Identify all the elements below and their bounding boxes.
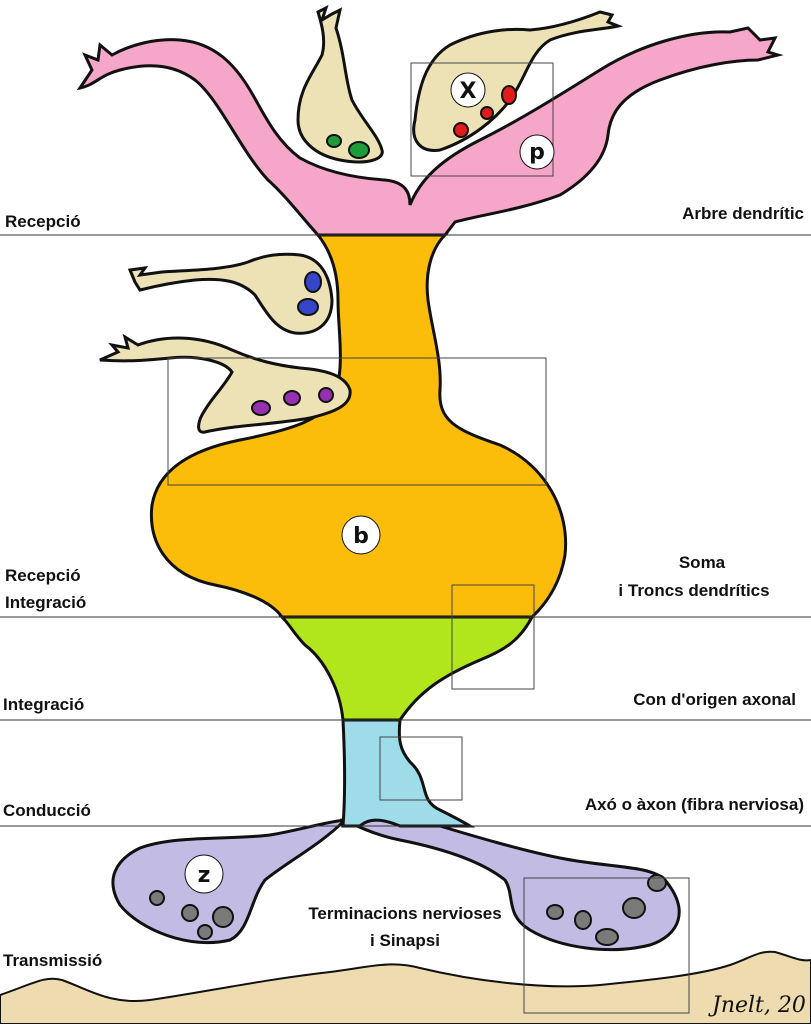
label-dendritic-tree: Arbre dendrític — [682, 204, 804, 223]
vesicle-gray-8 — [574, 910, 592, 930]
vesicle-red-2 — [480, 106, 494, 120]
label-transmission: Transmissió — [3, 951, 102, 970]
vesicle-blue-1 — [304, 271, 322, 293]
label-terminals-2: i Sinapsi — [370, 931, 440, 950]
svg-text:p: p — [529, 140, 545, 165]
vesicle-green-2 — [348, 141, 370, 159]
dendritic-tree — [76, 26, 784, 237]
svg-text:b: b — [353, 524, 369, 549]
highlight-box-soma-synapse — [167, 357, 547, 486]
label-soma-2: i Troncs dendrítics — [618, 581, 769, 600]
vesicle-gray-7 — [546, 904, 564, 920]
vesicle-red-3 — [453, 122, 469, 138]
presynaptic-cell-blue — [127, 252, 334, 335]
label-reception-integration-2: Integració — [5, 593, 86, 612]
highlight-box-axon — [379, 736, 463, 801]
axon-terminals — [111, 817, 681, 952]
presynaptic-cell-red — [412, 10, 624, 152]
marker-z: z — [184, 854, 224, 894]
marker-p: p — [519, 134, 555, 170]
label-integration: Integració — [3, 695, 84, 714]
marker-b: b — [341, 515, 381, 555]
ground-hills — [0, 950, 811, 1024]
marker-x: X — [450, 72, 486, 108]
vesicle-gray-3 — [212, 906, 234, 928]
vesicle-purple-2 — [283, 390, 301, 406]
vesicle-gray-4 — [197, 924, 213, 940]
label-axon-hillock: Con d'origen axonal — [633, 690, 796, 709]
svg-text:X: X — [460, 79, 477, 104]
axon-body — [341, 718, 476, 828]
vesicle-purple-1 — [251, 400, 271, 416]
vesicle-gray-6 — [622, 897, 646, 919]
label-soma-1: Soma — [679, 553, 726, 572]
label-conduction: Conducció — [3, 801, 91, 820]
vesicle-gray-9 — [595, 928, 619, 946]
label-axon: Axó o àxon (fibra nerviosa) — [585, 795, 804, 814]
label-terminals-1: Terminacions nervioses — [308, 904, 501, 923]
label-reception: Recepció — [5, 212, 81, 231]
axon-hillock — [278, 615, 535, 722]
vesicle-gray-2 — [181, 904, 199, 922]
vesicle-gray-5 — [647, 874, 667, 892]
highlight-box-terminal — [523, 877, 690, 1014]
label-reception-integration-1: Recepció — [5, 566, 81, 585]
vesicle-blue-2 — [297, 298, 319, 316]
svg-text:z: z — [198, 863, 211, 888]
highlight-box-hillock — [451, 584, 535, 690]
vesicle-red-1 — [501, 85, 517, 105]
highlight-box-synapse-top — [410, 62, 554, 177]
signature: Jnelt, 20 — [708, 993, 806, 1018]
vesicle-green-1 — [326, 134, 342, 148]
vesicle-purple-3 — [318, 387, 334, 403]
presynaptic-cell-purple — [99, 333, 352, 434]
vesicle-gray-1 — [149, 890, 165, 906]
presynaptic-cell-green — [296, 5, 384, 164]
